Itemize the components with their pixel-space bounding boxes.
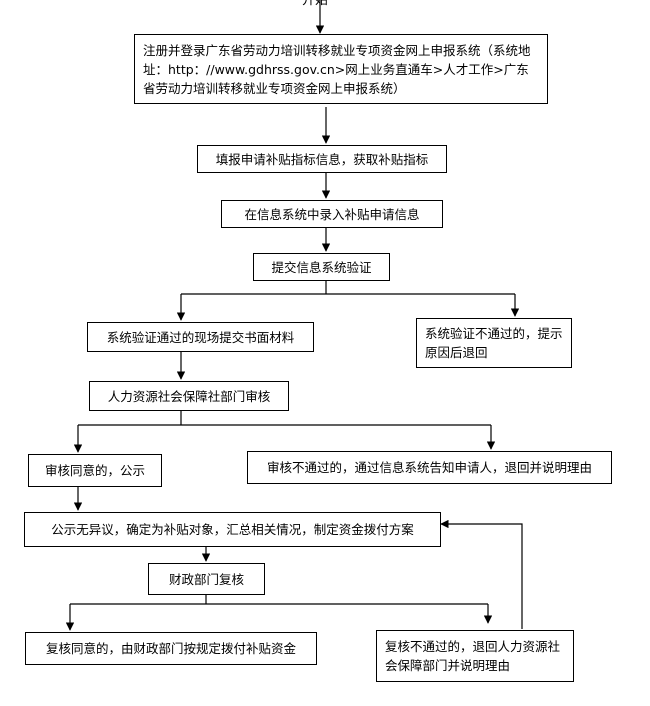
step-hr-review: 人力资源社会保障社部门审核 — [89, 381, 289, 411]
step-recheck-fail: 复核不通过的，退回人力资源社会保障部门并说明理由 — [376, 630, 574, 682]
loop-recheck-fail-to-publicity — [440, 519, 523, 629]
step-register: 注册并登录广东省劳动力培训转移就业专项资金网上申报系统（系统地址：http：//… — [134, 34, 548, 104]
step-finance-recheck: 财政部门复核 — [148, 563, 265, 595]
step-verify-fail: 系统验证不通过的，提示原因后退回 — [416, 318, 572, 368]
step-review-fail: 审核不通过的，通过信息系统告知申请人，退回并说明理由 — [247, 451, 612, 484]
step-review-pass: 审核同意的，公示 — [28, 454, 162, 487]
step-finance-recheck-text: 财政部门复核 — [168, 571, 244, 587]
step-enter-info: 在信息系统中录入补贴申请信息 — [221, 200, 443, 228]
step-recheck-pass-text: 复核同意的，由财政部门按规定拨付补贴资金 — [45, 641, 296, 656]
step-verify-pass: 系统验证通过的现场提交书面材料 — [87, 322, 314, 352]
step-verify-fail-text: 系统验证不通过的，提示原因后退回 — [425, 326, 563, 360]
step-review-fail-text: 审核不通过的，通过信息系统告知申请人，退回并说明理由 — [266, 460, 592, 475]
step-fill-indicator-text: 填报申请补贴指标信息，获取补贴指标 — [215, 151, 429, 167]
step-recheck-fail-text: 复核不通过的，退回人力资源社会保障部门并说明理由 — [385, 639, 561, 673]
step-submit-verify: 提交信息系统验证 — [253, 253, 390, 281]
step-publicity: 公示无异议，确定为补贴对象，汇总相关情况，制定资金拨付方案 — [24, 512, 441, 547]
step-fill-indicator: 填报申请补贴指标信息，获取补贴指标 — [197, 145, 447, 173]
step-publicity-text: 公示无异议，确定为补贴对象，汇总相关情况，制定资金拨付方案 — [51, 522, 414, 537]
step-recheck-pass: 复核同意的，由财政部门按规定拨付补贴资金 — [25, 632, 317, 665]
top-cutoff-label: 开始 — [302, 0, 329, 8]
step-submit-verify-text: 提交信息系统验证 — [271, 259, 372, 275]
step-verify-pass-text: 系统验证通过的现场提交书面材料 — [106, 329, 295, 345]
step-review-pass-text: 审核同意的，公示 — [44, 463, 145, 478]
step-enter-info-text: 在信息系统中录入补贴申请信息 — [244, 206, 420, 222]
step-register-text: 注册并登录广东省劳动力培训转移就业专项资金网上申报系统（系统地址：http：//… — [143, 42, 531, 96]
step-hr-review-text: 人力资源社会保障社部门审核 — [107, 388, 271, 404]
